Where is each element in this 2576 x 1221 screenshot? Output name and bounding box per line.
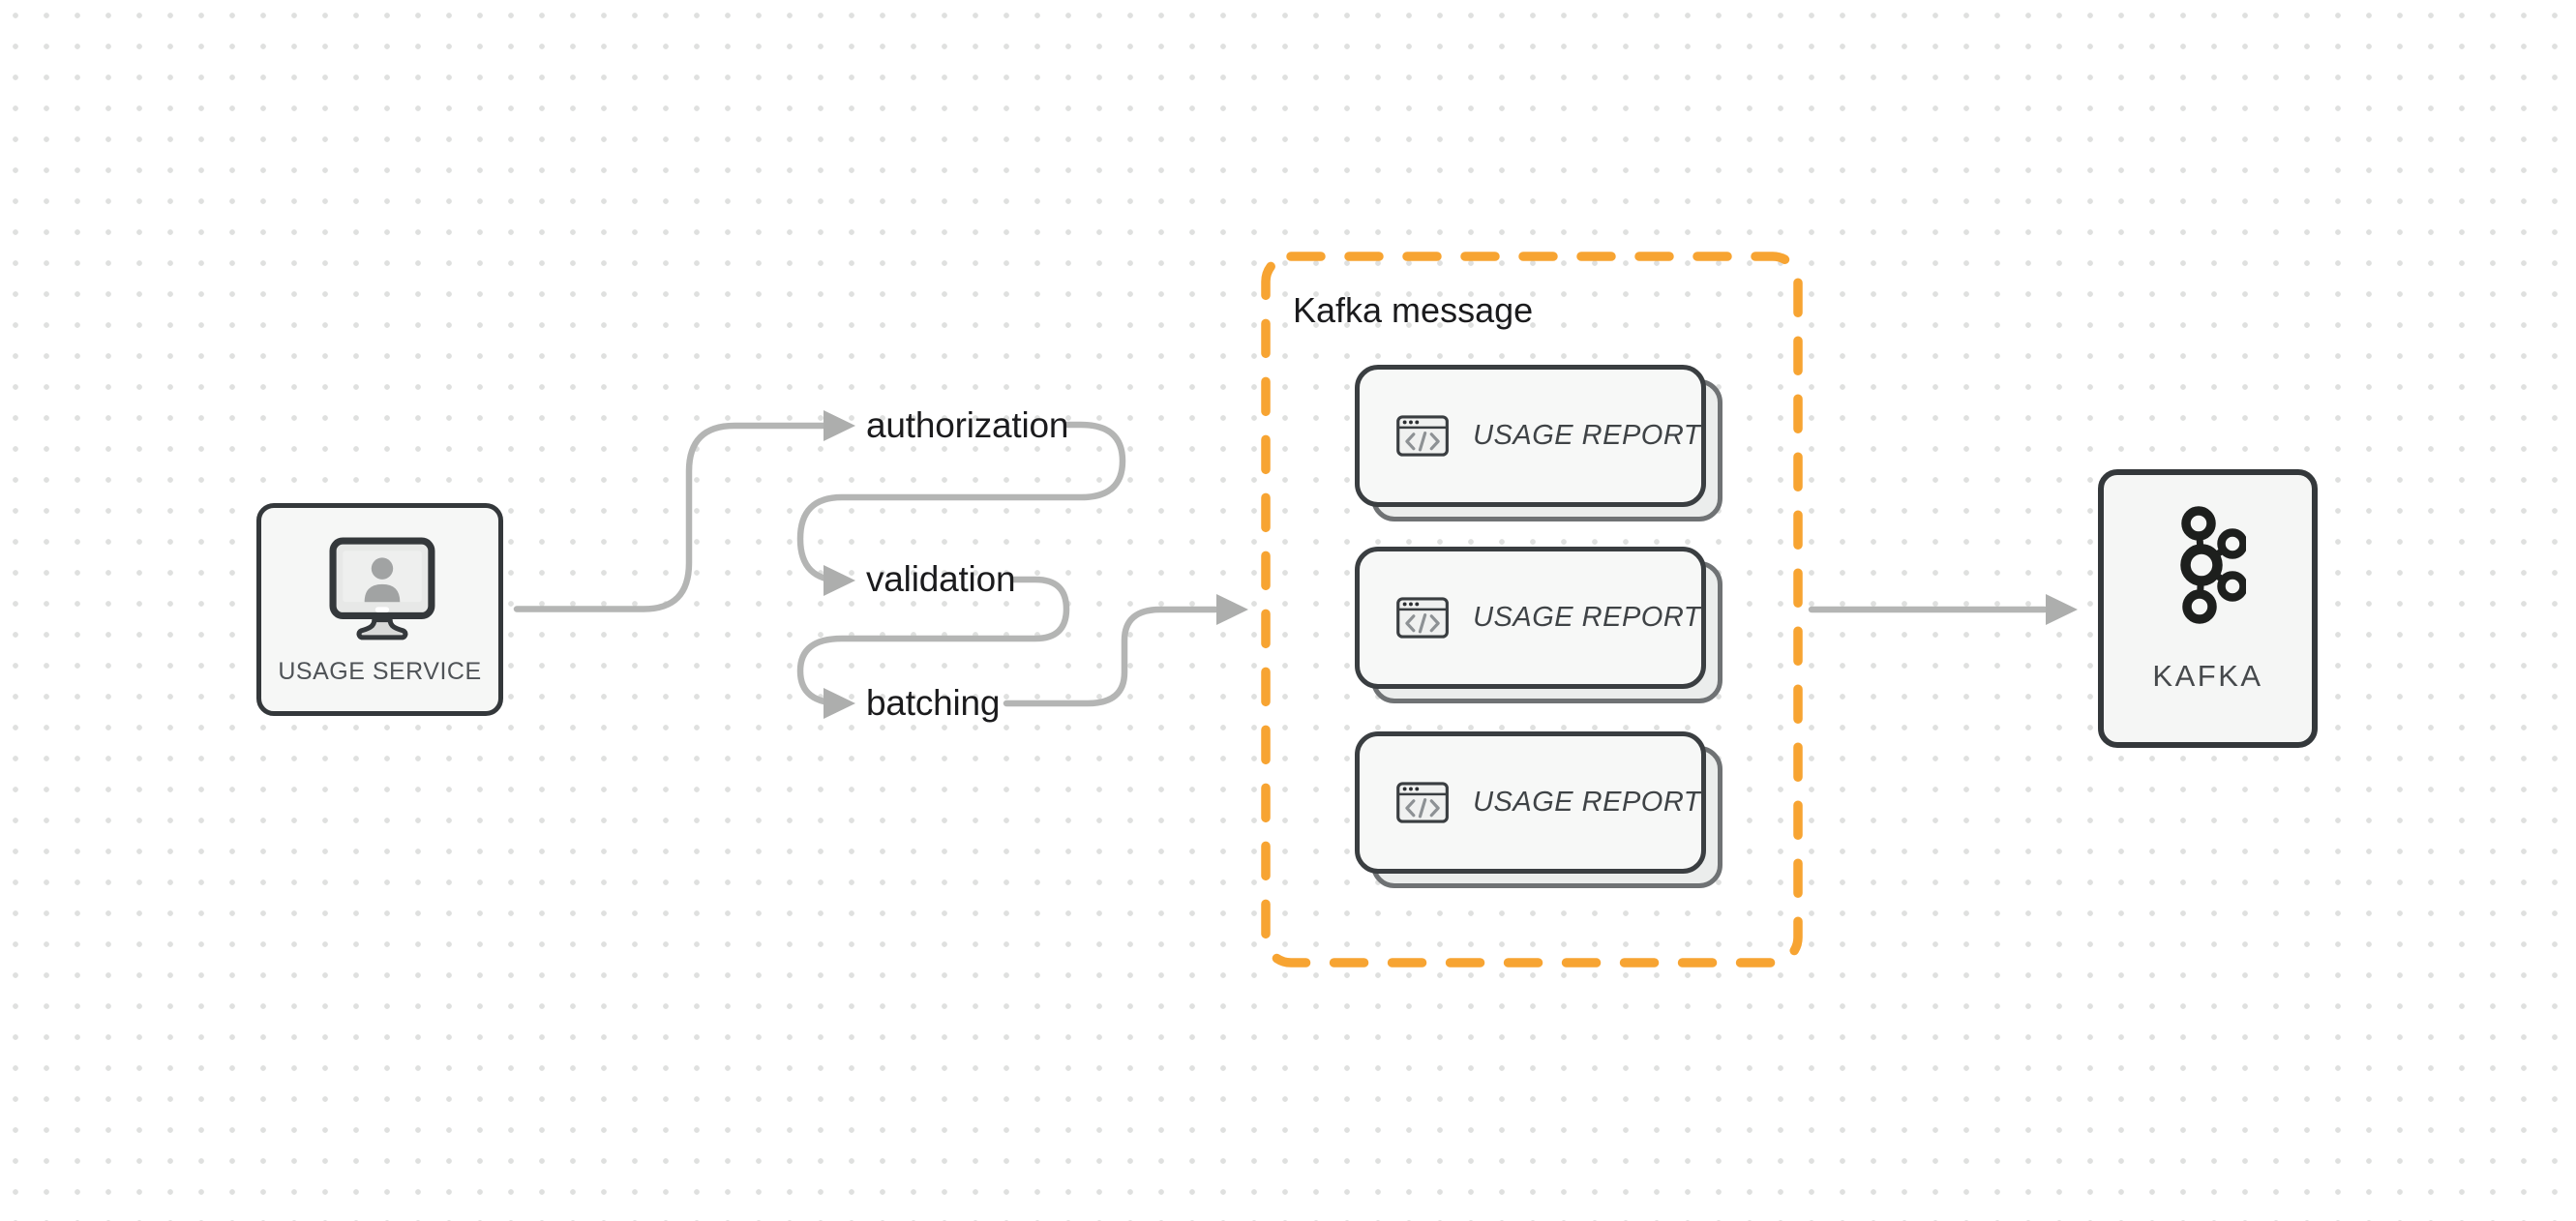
usage-report-card: USAGE REPORT (1355, 547, 1722, 703)
arrowhead-icon (824, 688, 855, 719)
code-window-icon (1396, 782, 1449, 823)
monitor-user-icon (329, 537, 435, 640)
arrowhead-icon (1216, 594, 1248, 625)
kafka-broker-label: KAFKA (2152, 659, 2263, 693)
kafka-message-group: Kafka message USAGE REPORT (1261, 252, 1803, 968)
code-window-icon (1396, 415, 1449, 457)
usage-report-card: USAGE REPORT (1355, 365, 1722, 521)
kafka-logo-icon (2179, 506, 2246, 624)
arrowhead-icon (2046, 594, 2078, 625)
edge-authorization-to-validation (796, 421, 1126, 584)
usage-report-label: USAGE REPORT (1473, 787, 1701, 818)
usage-report-label: USAGE REPORT (1473, 420, 1701, 451)
arrowhead-icon (824, 410, 855, 441)
dashed-border (1261, 252, 1803, 968)
step-label-validation: validation (866, 559, 1016, 599)
usage-service-node: USAGE SERVICE (256, 503, 503, 716)
kafka-message-group-title: Kafka message (1293, 290, 1534, 330)
edge-batching-to-message-group (1003, 606, 1219, 707)
arrowhead-icon (824, 565, 855, 596)
edge-service-to-authorization (513, 422, 827, 612)
kafka-broker-node: KAFKA (2098, 469, 2318, 748)
step-label-batching: batching (866, 683, 1001, 723)
usage-report-label: USAGE REPORT (1473, 602, 1701, 633)
step-label-authorization: authorization (866, 405, 1069, 445)
code-window-icon (1396, 597, 1449, 639)
usage-report-card: USAGE REPORT (1355, 731, 1722, 888)
usage-service-label: USAGE SERVICE (278, 658, 482, 685)
